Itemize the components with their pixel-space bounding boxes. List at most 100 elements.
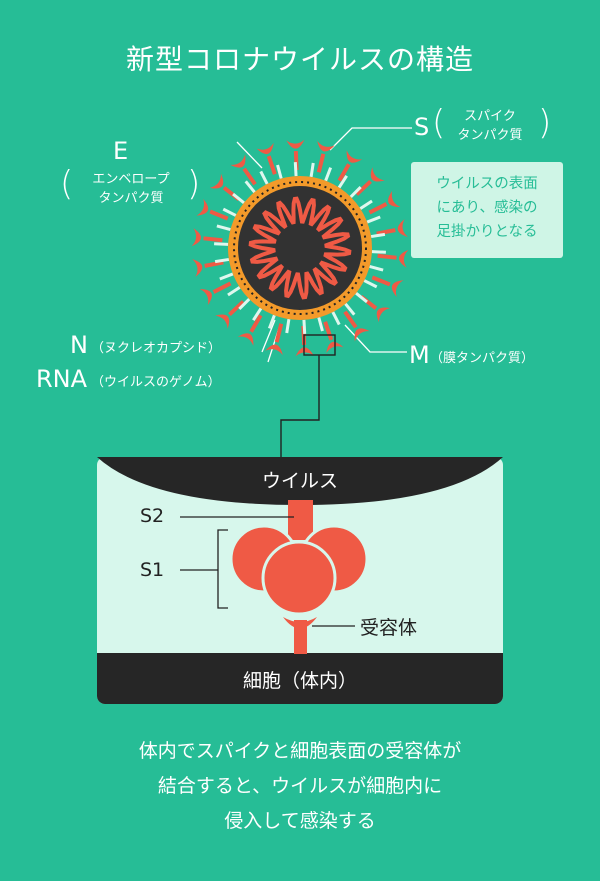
leader-lines (236, 127, 412, 363)
e-paren-open: ( (60, 164, 74, 204)
e-protein (238, 297, 251, 311)
e-protein (232, 192, 245, 204)
e-protein (214, 242, 229, 246)
s1-label: S1 (140, 559, 165, 581)
s1-bracket (217, 529, 228, 609)
e-protein (366, 215, 381, 224)
e-desc-line1: エンベロープ (92, 172, 170, 187)
spike-head (388, 190, 401, 207)
rna-label: RNA (36, 365, 88, 393)
e-protein (331, 311, 341, 326)
spike-head (196, 199, 209, 216)
spike-stalk (203, 236, 223, 243)
s-leader-line (329, 127, 412, 151)
e-protein (349, 185, 362, 199)
spike-head (192, 259, 203, 277)
spike-head (326, 341, 344, 354)
n-description: （ヌクレオカプシド） (91, 341, 222, 356)
m-label: M (409, 341, 430, 369)
s1-head-front (261, 540, 337, 616)
n-leader-line (261, 319, 276, 353)
e-protein (302, 319, 307, 334)
spike-head (397, 219, 408, 237)
spike-stalk (212, 281, 232, 294)
spike-head (317, 141, 335, 152)
spike-stalk (376, 228, 396, 236)
caption-line1: 体内でスパイクと細胞表面の受容体が (138, 740, 462, 762)
spike-stalk (204, 260, 224, 268)
spike-stalk (323, 321, 334, 341)
spike-stalk (266, 155, 277, 175)
e-protein (369, 265, 384, 272)
spike-head (230, 154, 246, 168)
spike-stalk (337, 163, 351, 182)
virus-membrane (97, 457, 503, 505)
spike-head (237, 333, 254, 346)
spike-head (265, 344, 283, 355)
s-desc-line2: タンパク質 (457, 128, 523, 143)
s2-stalk (288, 500, 313, 540)
spike-head (191, 228, 201, 247)
e-protein (337, 174, 348, 189)
m-leader-line (344, 324, 407, 353)
e-desc-line2: タンパク質 (98, 191, 164, 206)
e-protein (252, 307, 263, 322)
receptor-cup (283, 617, 317, 629)
rna-genome (248, 196, 352, 300)
caption-line3: 侵入して感染する (224, 810, 376, 832)
spike-head (199, 289, 212, 306)
spike-stalk (343, 310, 358, 329)
spike-head (215, 314, 230, 329)
e-protein (285, 318, 291, 334)
e-protein (363, 279, 378, 289)
spike-note: ウイルスの表面 にあり、感染の 足掛かりとなる (411, 162, 563, 258)
spike-head (286, 139, 305, 149)
membrane-dots (233, 181, 367, 315)
spike-head (376, 307, 391, 323)
e-protein (370, 232, 386, 239)
note-line1: ウイルスの表面 (436, 176, 538, 192)
s-paren-open: ( (432, 103, 446, 143)
e-protein (259, 170, 269, 185)
spike-stalk (228, 300, 245, 317)
e-protein (244, 180, 256, 194)
e-protein (227, 286, 241, 297)
note-line3: 足掛かりとなる (436, 224, 538, 240)
spike-stalk (249, 314, 263, 333)
s-description: スパイク タンパク質 (444, 107, 536, 145)
n-label: N (70, 331, 88, 359)
receptor-stalk (294, 620, 307, 654)
virus-label: ウイルス (261, 470, 338, 492)
e-label: E (113, 137, 129, 165)
caption-line2: 結合すると、ウイルスが細胞内に (157, 775, 443, 797)
e-protein (344, 302, 356, 316)
e-protein (276, 164, 283, 179)
m-description: （膜タンパク質） (430, 351, 535, 366)
spike-stalk (274, 323, 284, 343)
e-protein (324, 167, 333, 182)
s-paren-close: ) (538, 103, 552, 143)
spike-head (354, 328, 370, 342)
virus-particle (191, 139, 409, 357)
spike-head (391, 280, 404, 297)
e-protein (219, 272, 234, 281)
e-protein (214, 257, 230, 264)
cell-label: 細胞（体内） (242, 670, 357, 692)
s-label: S (414, 113, 430, 141)
e-protein (371, 250, 386, 254)
s-desc-line1: スパイク (464, 109, 516, 124)
page-title: 新型コロナウイルスの構造 (125, 43, 474, 76)
e-protein (216, 224, 231, 231)
rna-description: （ウイルスのゲノム） (91, 375, 221, 390)
e-paren-close: ) (187, 164, 201, 204)
e-protein (309, 162, 315, 178)
spike-stalk (209, 209, 229, 221)
e-protein (293, 162, 298, 177)
spike-stalk (377, 253, 397, 260)
spike-head (256, 142, 274, 155)
e-protein (317, 317, 324, 332)
spike-head (370, 167, 385, 182)
caption: 体内でスパイクと細胞表面の受容体が 結合すると、ウイルスが細胞内に 侵入して感染… (0, 734, 600, 839)
magnify-connector (280, 355, 320, 458)
